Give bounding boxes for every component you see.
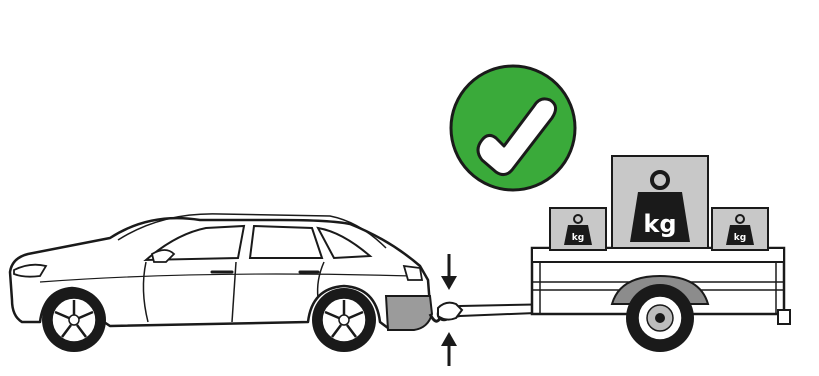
front-wheel <box>42 288 106 352</box>
trailer <box>437 246 791 352</box>
tail-light <box>402 264 424 281</box>
rear-wheel <box>312 288 376 352</box>
car <box>8 213 434 352</box>
arrow-up-icon <box>441 332 457 366</box>
side-mirror <box>150 249 176 263</box>
weight-box-large: kg <box>611 155 709 249</box>
weight-label-right: kg <box>734 233 746 243</box>
trailer-wheel <box>626 284 694 352</box>
rear-window <box>248 224 324 259</box>
weight-label-left: kg <box>572 233 584 243</box>
back-window <box>316 226 373 260</box>
arrow-down-icon <box>441 254 457 290</box>
weight-box-small-right: kg <box>711 207 769 251</box>
weight-icon: kg <box>564 214 592 245</box>
weight-label-center: kg <box>643 210 676 238</box>
rear-bumper <box>384 295 434 331</box>
weight-icon: kg <box>726 214 754 245</box>
weight-icon: kg <box>630 170 690 242</box>
headlight <box>13 263 48 278</box>
check-icon <box>449 64 577 192</box>
weight-box-small-left: kg <box>549 207 607 251</box>
